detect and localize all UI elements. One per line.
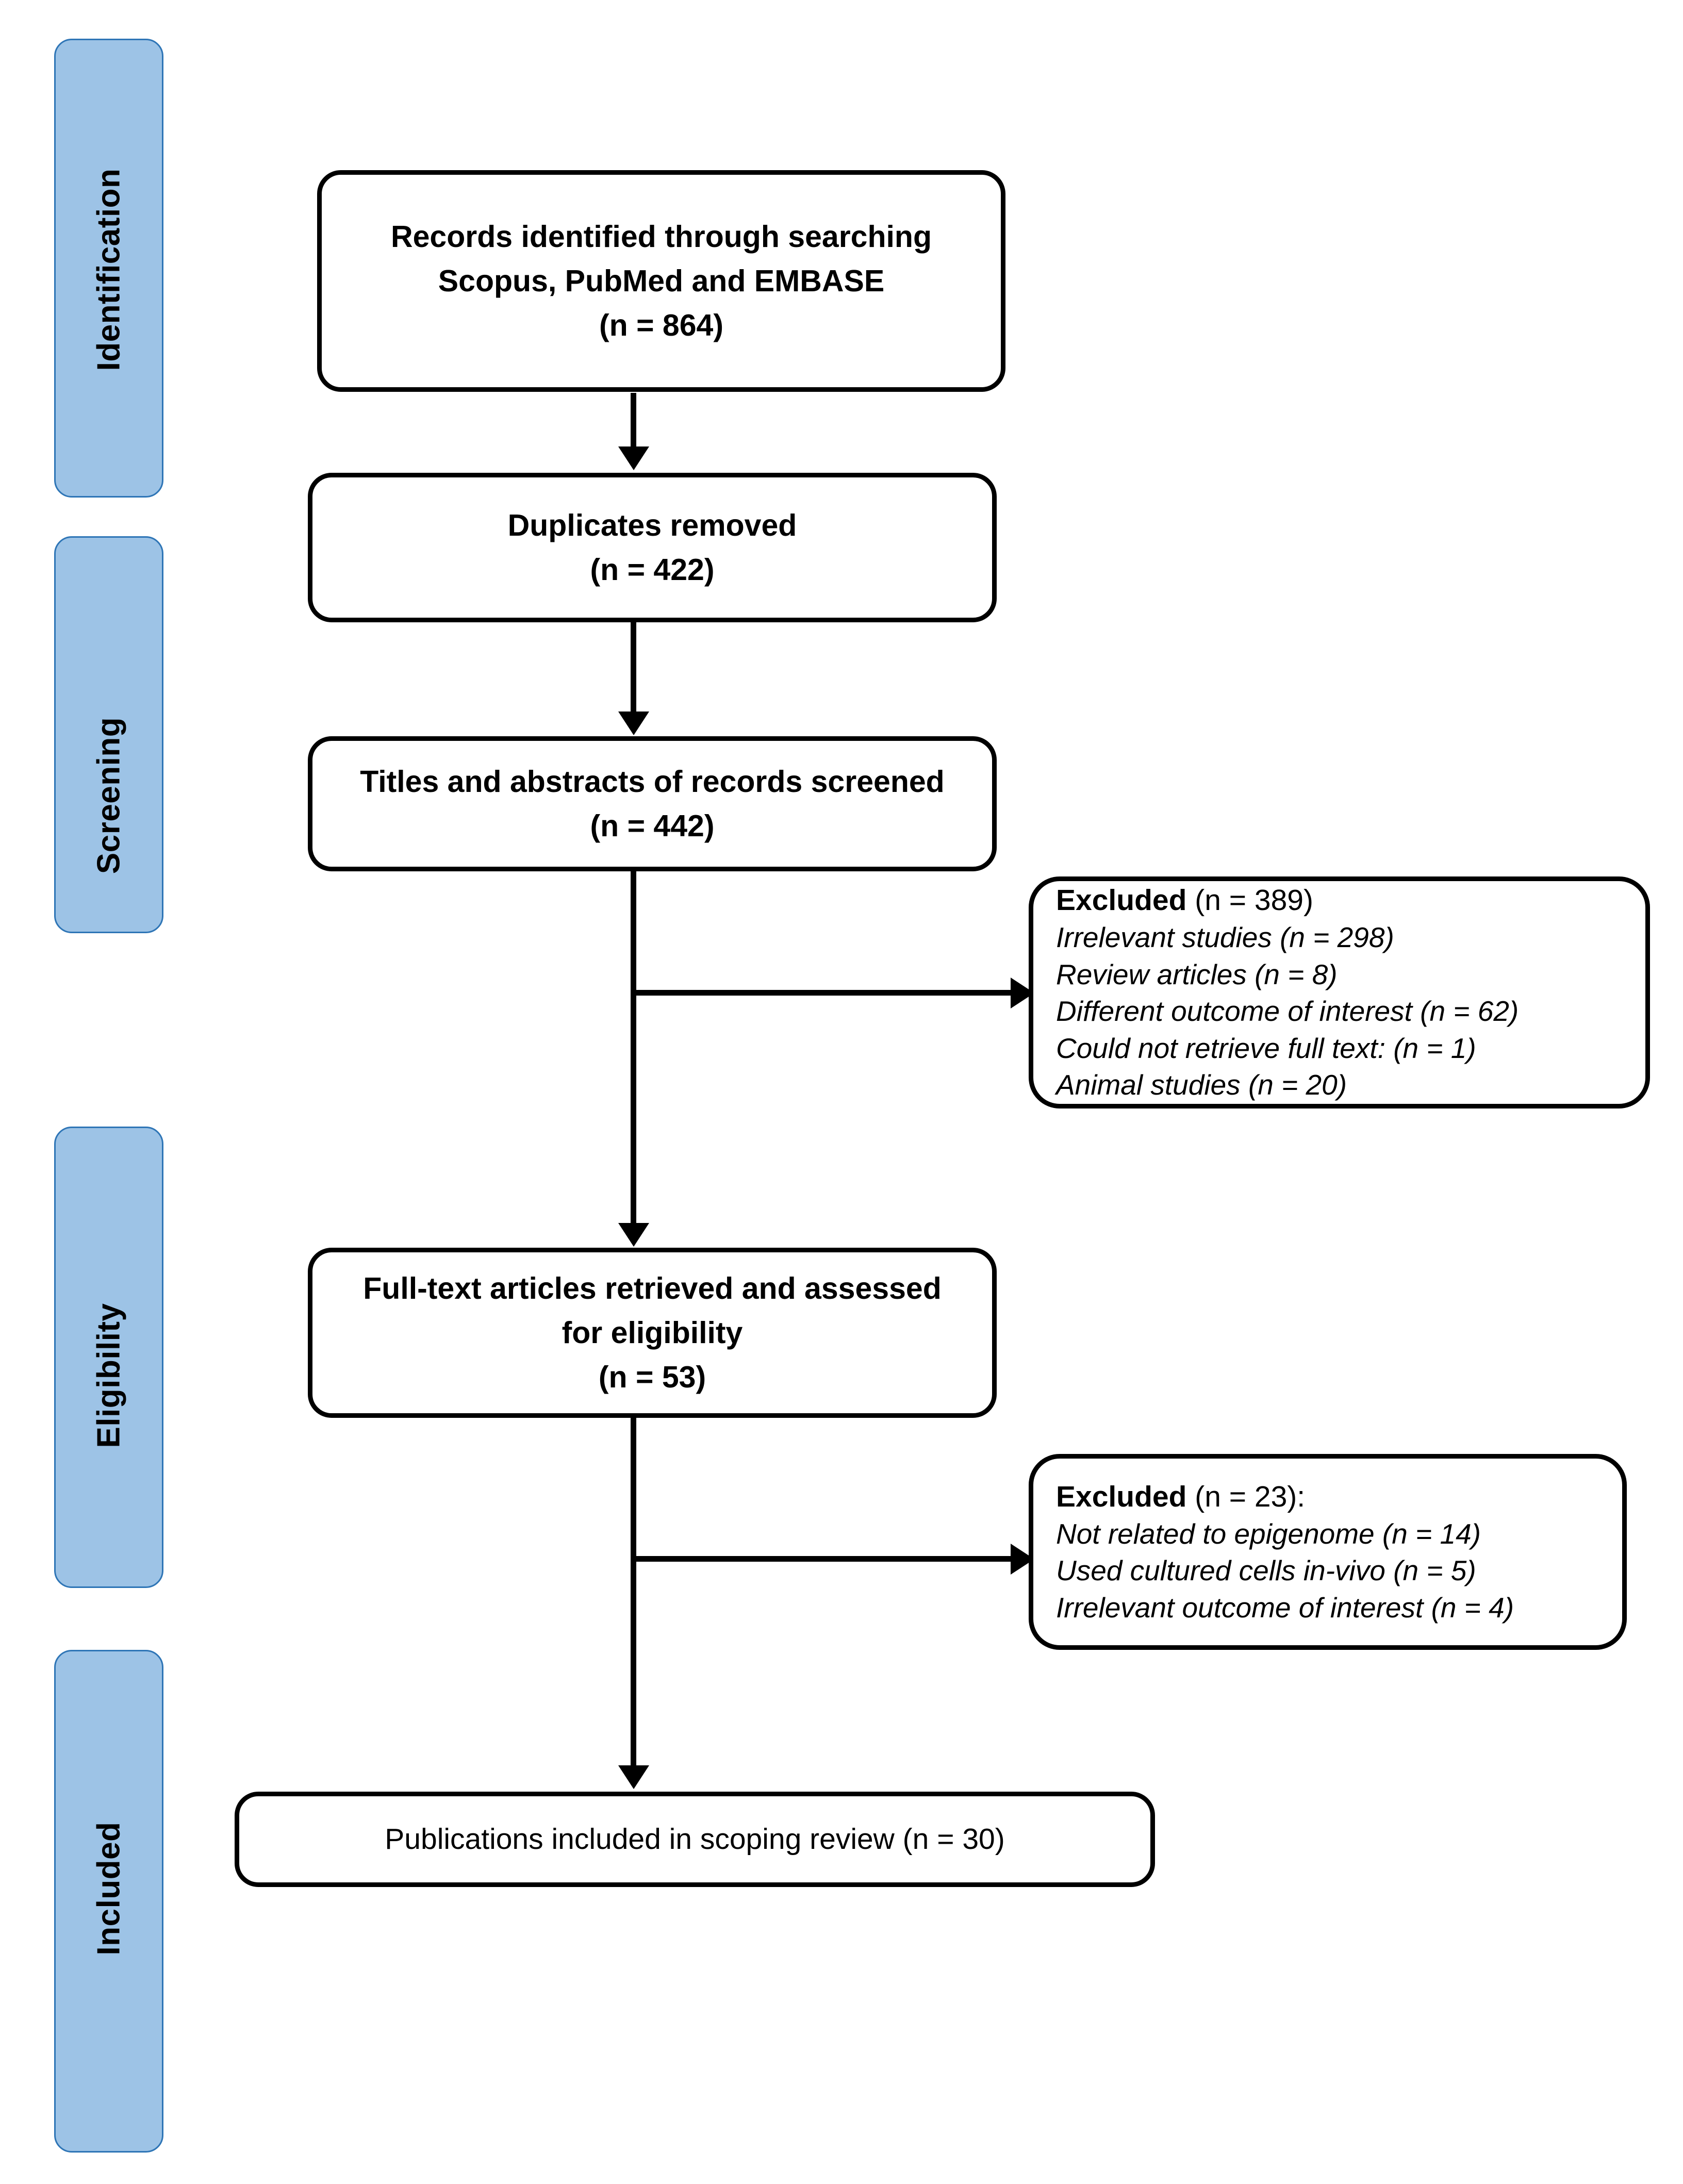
arrowhead-identified-to-duplicates [618, 446, 649, 470]
box-fulltext-assessed: Full-text articles retrieved and assesse… [308, 1248, 997, 1418]
stage-bar-eligibility: Eligibility [54, 1127, 163, 1588]
stage-label-identification: Identification [91, 168, 127, 371]
stage-label-eligibility: Eligibility [91, 1303, 127, 1448]
connector-screened-to-fulltext [631, 871, 636, 1227]
excluded-eligibility-label: Excluded [1056, 1480, 1187, 1513]
arrowhead-screened-to-fulltext [618, 1223, 649, 1247]
publications-included-line1: Publications included in scoping review … [385, 1822, 1005, 1856]
fulltext-assessed-count: (n = 53) [598, 1360, 706, 1395]
excluded-screening-reason-1: Irrelevant studies (n = 298) [1056, 921, 1394, 954]
box-fulltext-assessed-text: Full-text articles retrieved and assesse… [350, 1266, 955, 1399]
excluded-eligibility-reason-2: Used cultured cells in-vivo (n = 5) [1056, 1554, 1476, 1587]
connector-fulltext-to-included [631, 1418, 636, 1768]
excluded-screening-label: Excluded [1056, 884, 1187, 917]
connector-identified-to-duplicates [631, 393, 636, 451]
stage-bar-screening: Screening [54, 536, 163, 933]
box-excluded-eligibility: Excluded (n = 23): Not related to epigen… [1029, 1454, 1627, 1650]
connector-duplicates-to-screened [631, 622, 636, 715]
arrowhead-fulltext-to-included [618, 1765, 649, 1789]
arrowhead-duplicates-to-screened [618, 712, 649, 735]
fulltext-assessed-line2: for eligibility [562, 1315, 743, 1350]
box-records-identified-text: Records identified through searching Sco… [377, 214, 945, 348]
box-duplicates-removed: Duplicates removed (n = 422) [308, 473, 997, 622]
box-records-screened-text: Titles and abstracts of records screened… [346, 759, 958, 848]
excluded-screening-reason-2: Review articles (n = 8) [1056, 958, 1338, 990]
connector-fulltext-to-excluded [633, 1556, 1015, 1562]
box-publications-included: Publications included in scoping review … [235, 1792, 1155, 1887]
duplicates-removed-line1: Duplicates removed [507, 508, 797, 542]
stage-bar-identification: Identification [54, 39, 163, 498]
records-identified-line1: Records identified through searching [390, 219, 932, 254]
stage-label-included: Included [91, 1822, 127, 1956]
records-screened-count: (n = 442) [590, 809, 715, 843]
box-excluded-screening: Excluded (n = 389) Irrelevant studies (n… [1029, 876, 1650, 1108]
excluded-eligibility-reason-3: Irrelevant outcome of interest (n = 4) [1056, 1591, 1514, 1624]
excluded-eligibility-count: (n = 23): [1195, 1480, 1306, 1513]
excluded-screening-reason-4: Could not retrieve full text: (n = 1) [1056, 1032, 1476, 1064]
excluded-eligibility-header: Excluded (n = 23): [1056, 1478, 1607, 1516]
records-identified-line2: Scopus, PubMed and EMBASE [438, 263, 885, 298]
excluded-eligibility-reason-1: Not related to epigenome (n = 14) [1056, 1517, 1481, 1550]
excluded-screening-reason-5: Animal studies (n = 20) [1056, 1069, 1347, 1101]
excluded-screening-reason-3: Different outcome of interest (n = 62) [1056, 995, 1519, 1028]
connector-screened-to-excluded [633, 990, 1015, 996]
box-publications-included-text: Publications included in scoping review … [371, 1818, 1018, 1861]
duplicates-removed-count: (n = 422) [590, 553, 715, 587]
box-duplicates-removed-text: Duplicates removed (n = 422) [494, 503, 811, 592]
excluded-screening-count: (n = 389) [1195, 884, 1313, 917]
box-records-identified: Records identified through searching Sco… [317, 170, 1005, 392]
stage-bar-included: Included [54, 1650, 163, 2153]
stage-label-screening: Screening [91, 717, 127, 874]
excluded-screening-header: Excluded (n = 389) [1056, 881, 1630, 919]
records-identified-count: (n = 864) [599, 308, 723, 343]
records-screened-line1: Titles and abstracts of records screened [360, 764, 945, 799]
box-records-screened: Titles and abstracts of records screened… [308, 736, 997, 871]
fulltext-assessed-line1: Full-text articles retrieved and assesse… [363, 1271, 942, 1305]
